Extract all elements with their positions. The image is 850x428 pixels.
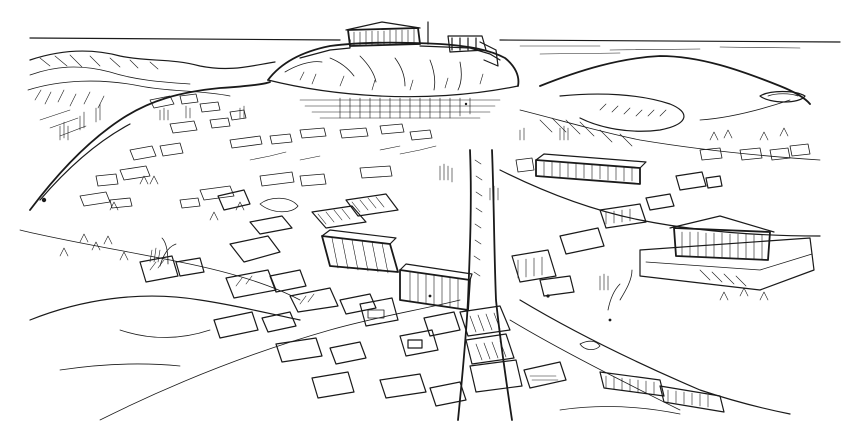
buildings-right — [511, 127, 815, 413]
distant-hills-left — [27, 50, 276, 109]
acropolis-hill — [267, 21, 520, 119]
houses-foreground-left — [59, 233, 461, 365]
ground-texture — [39, 109, 681, 415]
buildings-foreground-center — [311, 305, 567, 407]
trees-scattered — [149, 125, 769, 301]
buildings-left-distant — [59, 93, 433, 221]
roads — [19, 81, 821, 421]
hill-right — [539, 55, 811, 147]
figures — [41, 102, 612, 322]
agora-buildings-center — [217, 189, 473, 311]
horizon-sea — [29, 37, 841, 55]
